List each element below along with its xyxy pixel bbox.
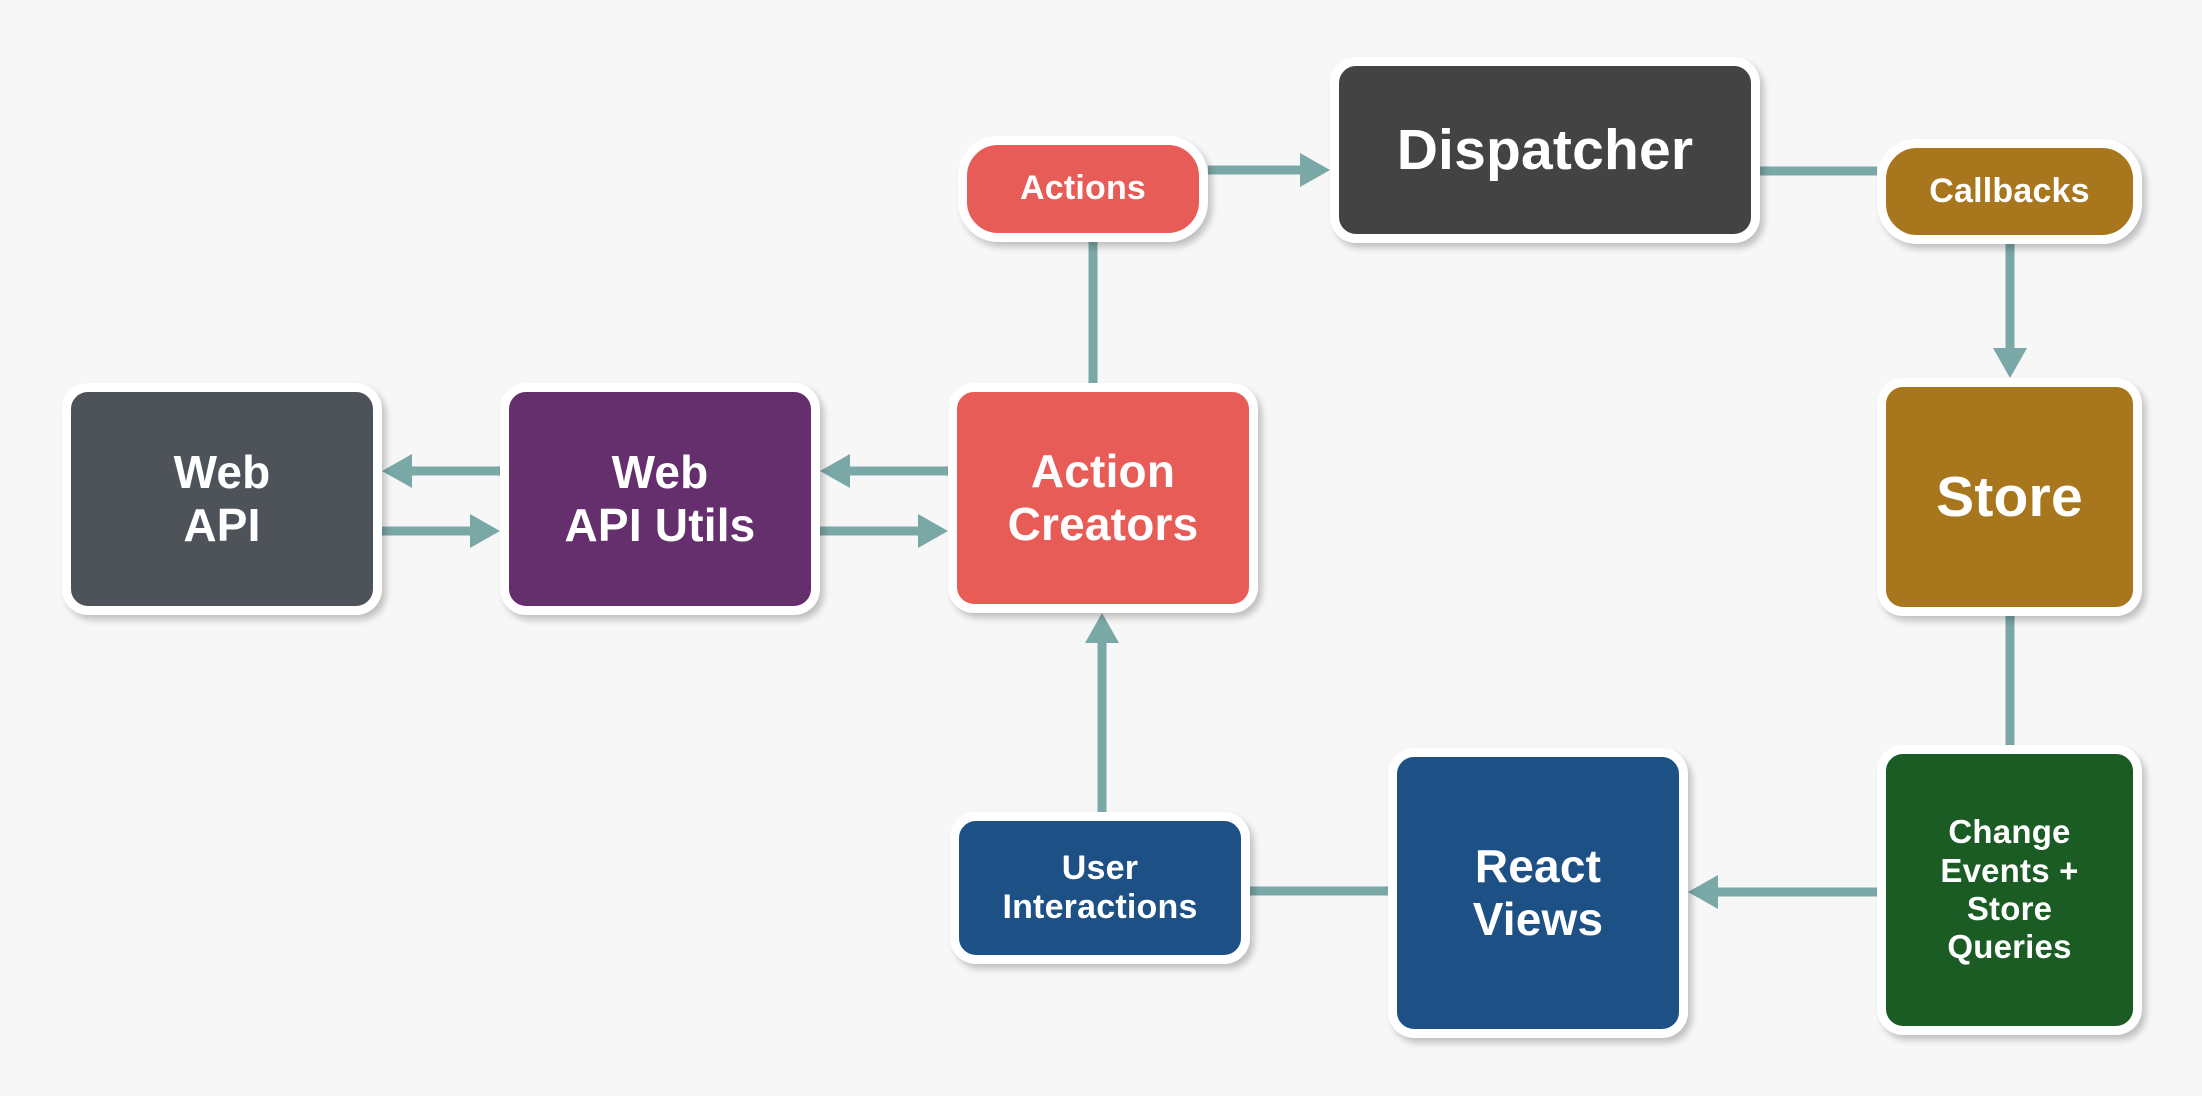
arrowhead-creators-to-apiutils xyxy=(820,454,850,488)
connector-callbacks-to-store xyxy=(1993,244,2027,378)
connector-webapi-to-apiutils xyxy=(382,514,500,548)
arrowhead-webapi-to-apiutils xyxy=(470,514,500,548)
node-store[interactable]: Store xyxy=(1877,378,2142,616)
connector-creators-to-apiutils xyxy=(820,454,948,488)
connector-user-to-creators xyxy=(1085,613,1119,812)
connector-apiutils-to-creators xyxy=(820,514,948,548)
arrowhead-callbacks-to-store xyxy=(1993,348,2027,378)
arrowhead-actions-to-dispatcher xyxy=(1300,153,1330,187)
node-callbacks[interactable]: Callbacks xyxy=(1877,139,2142,244)
node-dispatcher[interactable]: Dispatcher xyxy=(1330,57,1760,243)
node-label-actions: Actions xyxy=(1019,169,1147,208)
connector-actions-to-dispatcher xyxy=(1208,153,1330,187)
connector-change-to-react xyxy=(1688,875,1877,909)
node-actions[interactable]: Actions xyxy=(958,136,1208,242)
node-label-callbacks: Callbacks xyxy=(1929,171,2090,210)
node-label-store: Store xyxy=(1936,464,2083,529)
arrowhead-user-to-creators xyxy=(1085,613,1119,643)
node-label-dispatcher: Dispatcher xyxy=(1396,117,1694,182)
arrowhead-apiutils-to-creators xyxy=(918,514,948,548)
connector-apiutils-to-webapi xyxy=(382,454,500,488)
arrowhead-apiutils-to-webapi xyxy=(382,454,412,488)
arrowhead-change-to-react xyxy=(1688,875,1718,909)
